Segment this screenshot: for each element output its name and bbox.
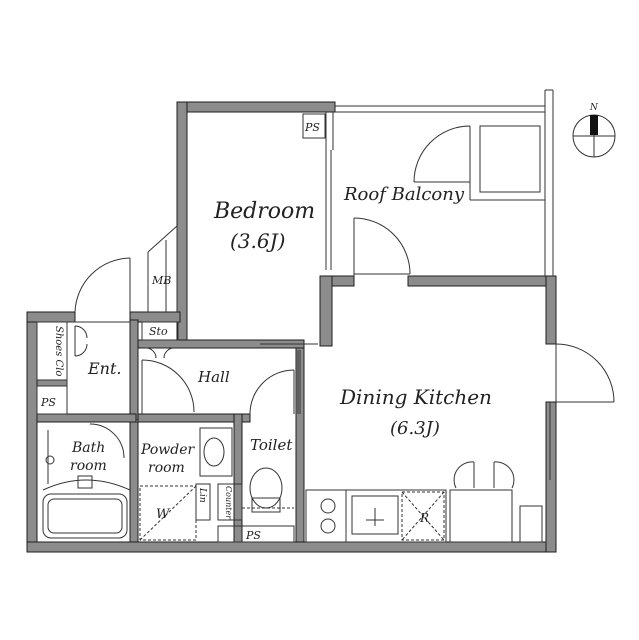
- ps-bottom-label: PS: [245, 529, 261, 542]
- powder-sink: [199, 427, 233, 477]
- toilet-fixtures: [217, 467, 295, 543]
- toilet-label: Toilet: [250, 436, 293, 454]
- entrance-label: Ent.: [87, 359, 122, 378]
- powder-label-line2: room: [148, 460, 185, 476]
- compass: N: [572, 103, 616, 158]
- kitchen-counter: [305, 489, 447, 543]
- ps-top-label: PS: [304, 121, 320, 134]
- powder-door: [141, 359, 195, 414]
- bedroom-window: [325, 112, 334, 270]
- balcony-door: [413, 125, 471, 183]
- room-labels: Bedroom (3.6J) Roof Balcony Dining Kitch…: [70, 184, 492, 476]
- compass-north-label: N: [589, 103, 599, 113]
- refrigerator-label: R: [419, 511, 429, 525]
- bedroom-size: (3.6J): [230, 229, 285, 253]
- mb-area: [147, 225, 178, 312]
- shoes-closet-label: Shoes Clo: [53, 326, 64, 376]
- dining-kitchen-label: Dining Kitchen: [339, 385, 492, 409]
- shoes-closet: [36, 321, 130, 415]
- roof-balcony-label: Roof Balcony: [343, 184, 465, 205]
- dining-kitchen-size: (6.3J): [390, 418, 440, 439]
- roof-balcony-outline: [335, 89, 554, 276]
- ps-top-box: [302, 113, 326, 139]
- washer-label: W: [156, 507, 171, 522]
- walls: [26, 101, 557, 553]
- washer-area: [139, 483, 211, 541]
- bathtub: [42, 423, 131, 539]
- bedroom-label: Bedroom: [213, 199, 315, 224]
- hall-partition: [260, 343, 318, 414]
- storage: [141, 321, 179, 359]
- bath-label-line2: room: [70, 458, 107, 474]
- mb-label: MB: [151, 274, 171, 287]
- dk-right-door: [549, 343, 615, 480]
- bath-label-line1: Bath: [71, 440, 105, 456]
- entrance-door: [74, 257, 131, 313]
- ps-left-label: PS: [40, 396, 56, 409]
- dk-top-door: [353, 217, 411, 276]
- hall-label: Hall: [197, 368, 230, 386]
- dk-closets: [449, 461, 543, 543]
- fixture-labels: PS PS PS MB Sto Shoes Clo W Lin Counter …: [40, 121, 429, 542]
- counter-label: Counter: [224, 486, 233, 520]
- powder-label-line1: Powder: [140, 442, 196, 458]
- storage-label: Sto: [149, 325, 168, 338]
- toilet-door: [249, 369, 295, 415]
- linen-label: Lin: [197, 487, 207, 503]
